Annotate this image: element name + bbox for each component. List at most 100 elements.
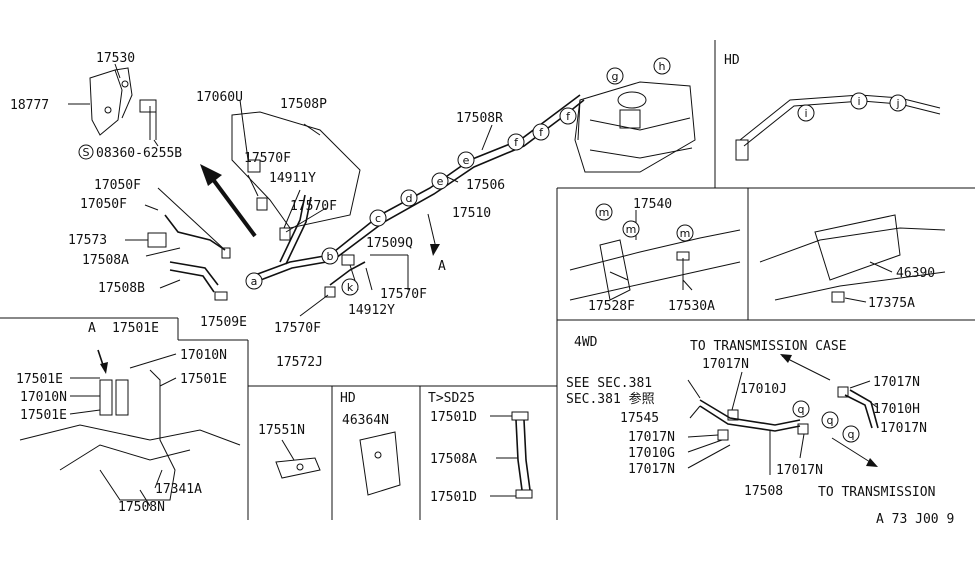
bubble-g: g (606, 67, 624, 85)
label-46364n: 46364N (342, 413, 389, 428)
bubble-d: d (400, 189, 418, 207)
label-17509q: 17509Q (366, 236, 413, 251)
label-arrow-a-inset: A (88, 321, 96, 336)
label-17501e-b: 17501E (16, 372, 63, 387)
bottom-left-inset (19, 349, 241, 501)
label-46390: 46390 (896, 266, 935, 281)
label-17501e-a: 17501E (112, 321, 159, 336)
label-17010j: 17010J (740, 382, 787, 397)
label-17572j: 17572J (276, 355, 323, 370)
label-17573: 17573 (68, 233, 107, 248)
label-17010n-a: 17010N (180, 348, 227, 363)
label-arrow-a: A (438, 259, 446, 274)
label-17501d-b: 17501D (430, 490, 477, 505)
label-17570f-a: 17570F (244, 151, 291, 166)
label-17530a: 17530A (668, 299, 715, 314)
svg-text:d: d (406, 192, 413, 205)
svg-text:m: m (599, 206, 610, 219)
bubble-i1: i (797, 104, 815, 122)
bubble-k: k (341, 278, 359, 296)
label-17017n-d: 17017N (628, 430, 675, 445)
svg-text:e: e (463, 154, 470, 167)
arrow-big (200, 164, 257, 238)
label-sec-381-ref: SEC.381 参照 (566, 391, 655, 407)
label-17050f-a: 17050F (94, 178, 141, 193)
svg-text:g: g (612, 70, 619, 83)
label-17017n-f: 17017N (776, 463, 823, 478)
label-17010g: 17010G (628, 446, 675, 461)
svg-text:i: i (804, 107, 807, 120)
label-17050f-b: 17050F (80, 197, 127, 212)
svg-text:k: k (347, 281, 354, 294)
screw-symbol: S (78, 144, 94, 160)
bolt-08360 (139, 99, 157, 140)
label-17341a: 17341A (155, 482, 202, 497)
label-08360-6255b: 08360-6255B (96, 146, 182, 161)
label-17506: 17506 (466, 178, 505, 193)
label-4wd: 4WD (574, 335, 598, 350)
bubble-f3: f (559, 107, 577, 125)
svg-text:e: e (437, 175, 444, 188)
label-hd-mid: HD (340, 391, 356, 406)
bubble-f2: f (532, 123, 550, 141)
bubble-b: b (321, 247, 339, 265)
label-17501e-c: 17501E (180, 372, 227, 387)
panel-dividers (0, 40, 975, 520)
line-clamps (221, 159, 355, 298)
label-17017n-b: 17017N (873, 375, 920, 390)
svg-text:f: f (514, 136, 519, 149)
svg-text:h: h (659, 60, 666, 73)
label-17508n: 17508N (118, 500, 165, 515)
label-t-sd25: T>SD25 (428, 391, 475, 406)
left-hoses (147, 214, 228, 301)
label-17501e-d: 17501E (20, 408, 67, 423)
svg-text:f: f (566, 110, 571, 123)
hd-inset-lines (735, 94, 941, 161)
label-17508: 17508 (744, 484, 783, 499)
bubble-f1: f (507, 133, 525, 151)
label-17501d-a: 17501D (430, 410, 477, 425)
svg-text:m: m (680, 227, 691, 240)
label-17017n-e: 17017N (628, 462, 675, 477)
label-17510: 17510 (452, 206, 491, 221)
filler-hose-outline (231, 111, 361, 229)
label-17528f: 17528F (588, 299, 635, 314)
label-17508p: 17508P (280, 97, 327, 112)
bracket-46364N (359, 431, 401, 496)
bracket-17540-inset (569, 229, 741, 301)
svg-text:m: m (626, 223, 637, 236)
bubble-e1: e (431, 172, 449, 190)
svg-text:q: q (848, 428, 855, 441)
bracket-18777 (89, 67, 133, 136)
bubble-m1: m (595, 203, 613, 221)
label-17017n-a: 17017N (702, 357, 749, 372)
svg-text:i: i (857, 95, 860, 108)
fuel-tank (574, 81, 696, 173)
bracket-17551N (275, 457, 321, 479)
leader-lines (69, 99, 893, 507)
bubble-q2: q (821, 411, 839, 429)
svg-text:c: c (375, 212, 381, 225)
svg-text:j: j (895, 97, 899, 110)
label-17570f-d: 17570F (274, 321, 321, 336)
label-17010n-b: 17010N (20, 390, 67, 405)
svg-text:S: S (83, 146, 90, 159)
label-17508r: 17508R (456, 111, 503, 126)
label-17509e: 17509E (200, 315, 247, 330)
label-hd-top: HD (724, 53, 740, 68)
label-17017n-c: 17017N (880, 421, 927, 436)
bubble-e2: e (457, 151, 475, 169)
bubble-m3: m (676, 224, 694, 242)
bubble-m2: m (622, 220, 640, 238)
label-18777: 18777 (10, 98, 49, 113)
svg-text:a: a (251, 275, 258, 288)
label-17530: 17530 (96, 51, 135, 66)
bubble-j: j (889, 94, 907, 112)
svg-text:f: f (539, 126, 544, 139)
part-labels: 17530 18777 08360-6255B 17060U 17508P 17… (10, 51, 954, 527)
label-17010h: 17010H (873, 402, 920, 417)
4wd-inset-lines (699, 354, 879, 467)
svg-text:b: b (327, 250, 334, 263)
label-17570f-c: 17570F (380, 287, 427, 302)
label-14911y: 14911Y (269, 171, 316, 186)
